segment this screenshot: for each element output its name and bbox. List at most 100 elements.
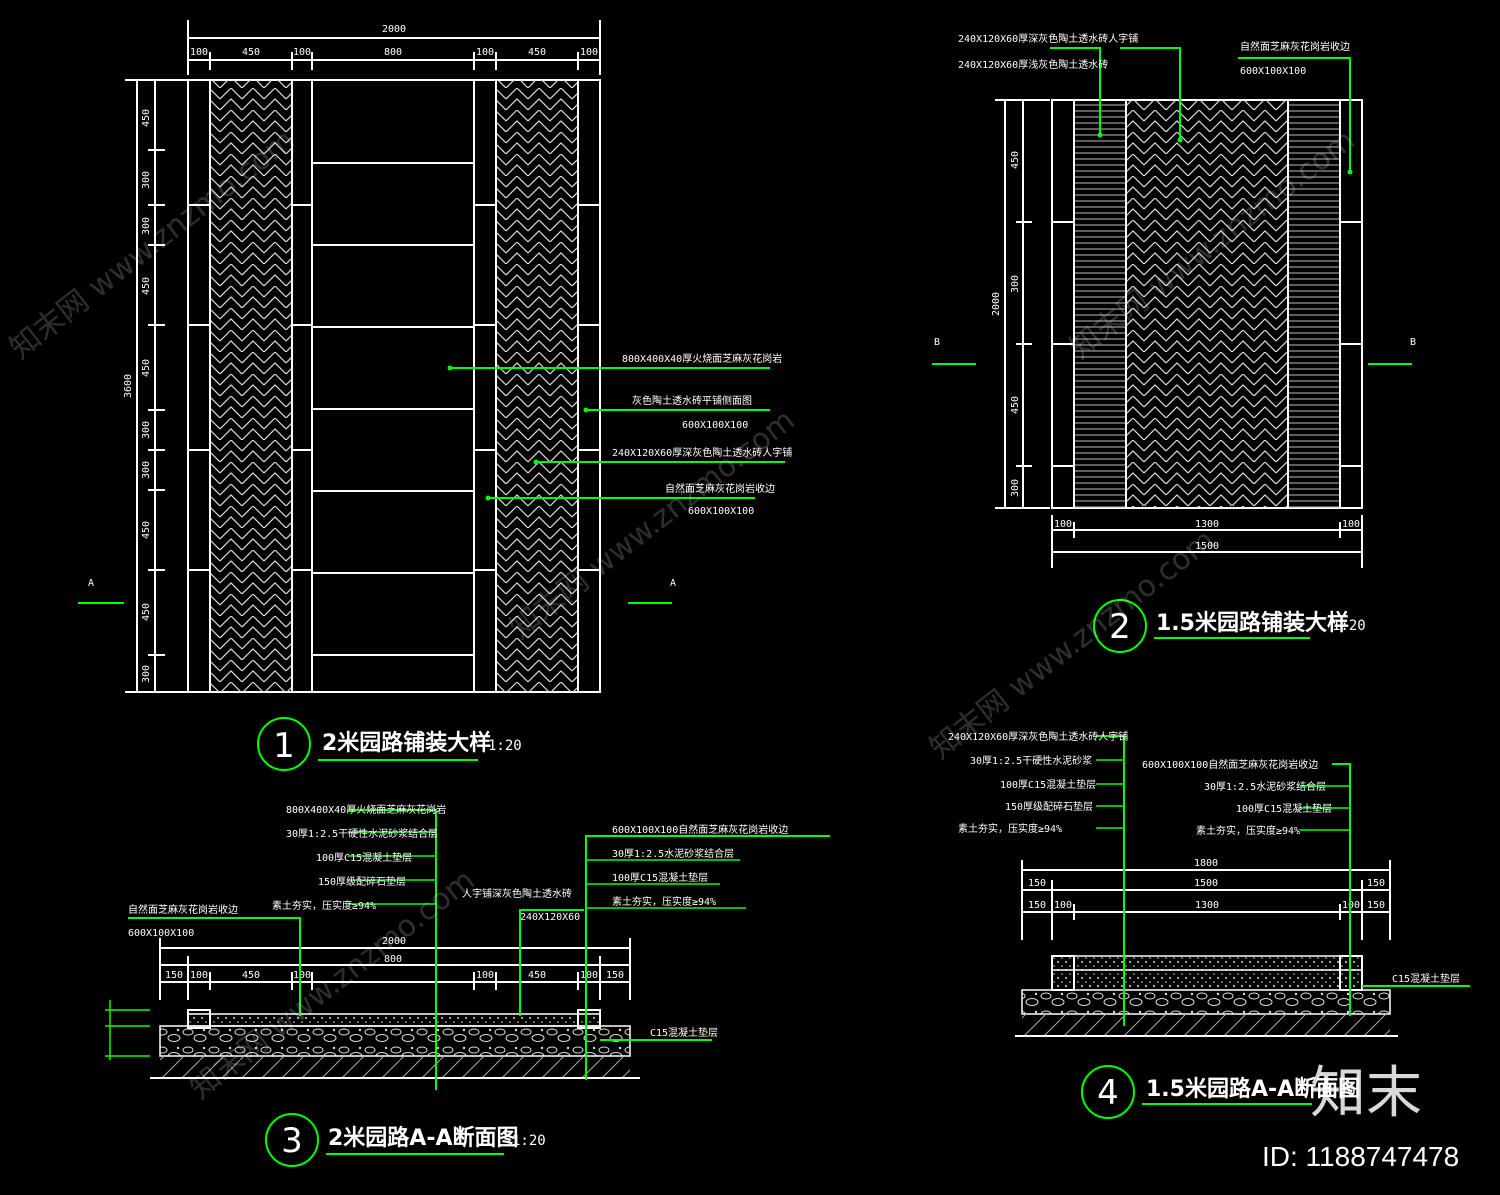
d1-top-part: 450 (528, 47, 546, 58)
d1-top-part: 450 (242, 47, 260, 58)
d4-title-bubble (1081, 1065, 1135, 1119)
d3-dim-part: 150 (165, 970, 183, 981)
d1-top-part: 100 (190, 47, 208, 58)
d3-right-note: 100厚C15混凝土垫层 (612, 871, 708, 884)
d3-center-note: 150厚级配碎石垫层 (318, 875, 406, 888)
d1-note: 600X100X100 (682, 420, 748, 431)
drawing-1-plan: 2000 100 450 100 800 100 450 100 3600 45 (78, 20, 792, 771)
d3-base-note: C15混凝土垫层 (650, 1026, 718, 1039)
d2-section-mark-left: B (934, 337, 940, 348)
d4-scale: 1:20 (1322, 1084, 1356, 1100)
d1-section-mark-left: A (88, 578, 94, 589)
d2-left-part: 300 (1010, 275, 1021, 293)
d1-scale: 1:20 (488, 738, 522, 754)
image-id-label: ID: 1188747478 (1262, 1141, 1459, 1172)
d4-dim-row3: 150 (1028, 900, 1046, 911)
d3-center-note: 素土夯实，压实度≥94% (272, 899, 376, 912)
d2-title: 1.5米园路铺装大样 (1156, 610, 1349, 636)
d3-center-note: 100厚C15混凝土垫层 (316, 851, 412, 864)
d4-dim-row3: 100 (1054, 900, 1072, 911)
d4-dim-row2: 150 (1028, 878, 1046, 889)
d1-top-part: 100 (476, 47, 494, 58)
d3-title: 2米园路A-A断面图 (328, 1125, 519, 1151)
d4-dim-row3: 150 (1367, 900, 1385, 911)
d1-leaders: 800X400X40厚火烧面芝麻灰花岗岩 灰色陶土透水砖平铺侧面图 600X10… (447, 352, 792, 517)
d1-left-part: 300 (141, 217, 152, 235)
d3-dim-part: 100 (580, 970, 598, 981)
d3-right-note: 30厚1:2.5水泥砂浆结合层 (612, 847, 734, 860)
d1-top-dimension: 2000 100 450 100 800 100 450 100 (187, 20, 601, 75)
d2-left-part: 450 (1010, 396, 1021, 414)
d1-top-part: 100 (580, 47, 598, 58)
d2-title-bubble (1093, 599, 1147, 653)
d3-title-bubble (265, 1113, 319, 1167)
d3-mid-note: 人字铺深灰色陶土透水砖 (462, 887, 572, 900)
d1-note: 800X400X40厚火烧面芝麻灰花岗岩 (622, 352, 782, 365)
d4-left-note: 30厚1:2.5干硬性水泥砂浆 (970, 754, 1092, 767)
d3-dim-part: 150 (606, 970, 624, 981)
d3-dim-part: 800 (384, 954, 402, 965)
d3-dim-part: 100 (190, 970, 208, 981)
d2-bottom-total: 1500 (1195, 541, 1219, 552)
brand-logo: 知末 (1310, 1061, 1422, 1126)
d3-center-note: 30厚1:2.5干硬性水泥砂浆结合层 (286, 827, 438, 840)
d1-note: 240X120X60厚深灰色陶土透水砖人字铺 (612, 446, 792, 459)
d4-left-note: 240X120X60厚深灰色陶土透水砖人字铺 (948, 730, 1128, 743)
d1-left-part: 450 (141, 603, 152, 621)
d4-dim-total: 1800 (1194, 858, 1218, 869)
d3-left-note: 600X100X100 (128, 928, 194, 939)
d1-left-part: 450 (141, 521, 152, 539)
d4-right-note: 素土夯实，压实度≥94% (1196, 824, 1300, 837)
d4-right-note: 30厚1:2.5水泥砂浆结合层 (1204, 780, 1326, 793)
d3-dim-part: 450 (242, 970, 260, 981)
d1-left-part: 450 (141, 359, 152, 377)
d3-left-note: 自然面芝麻灰花岗岩收边 (128, 903, 238, 916)
d1-section-mark-right: A (670, 578, 676, 589)
d3-right-note: 素土夯实，压实度≥94% (612, 895, 716, 908)
d4-right-note: 100厚C15混凝土垫层 (1236, 802, 1332, 815)
d4-number: 4 (1097, 1073, 1119, 1113)
d2-left-total: 2000 (991, 292, 1002, 316)
d1-left-part: 300 (141, 461, 152, 479)
d3-dim-total: 2000 (382, 936, 406, 947)
d3-center-note: 800X400X40厚火烧面芝麻灰花岗岩 (286, 803, 446, 816)
d1-top-total: 2000 (382, 24, 406, 35)
d2-note: 600X100X100 (1240, 66, 1306, 77)
d1-left-dimension: 3600 450 300 300 450 450 300 300 450 450… (123, 79, 190, 693)
drawing-2-plan: 2000 450 300 450 300 100 1300 100 1500 2… (932, 32, 1416, 653)
d3-dim-part: 100 (476, 970, 494, 981)
d1-left-part: 300 (141, 171, 152, 189)
d4-left-note: 150厚级配碎石垫层 (1005, 800, 1093, 813)
d1-note: 600X100X100 (688, 506, 754, 517)
d3-mid-note: 240X120X60 (520, 912, 580, 923)
d4-right-note: 600X100X100自然面芝麻灰花岗岩收边 (1142, 758, 1318, 771)
d4-dim-row2: 1500 (1194, 878, 1218, 889)
d4-left-note: 素土夯实，压实度≥94% (958, 822, 1062, 835)
d2-note: 自然面芝麻灰花岗岩收边 (1240, 40, 1350, 53)
d2-bottom-part: 1300 (1195, 519, 1219, 530)
d4-dim-row3: 1300 (1195, 900, 1219, 911)
d1-left-part: 300 (141, 421, 152, 439)
d1-title: 2米园路铺装大样 (322, 730, 491, 756)
d2-section-mark-right: B (1410, 337, 1416, 348)
d1-left-part: 450 (141, 277, 152, 295)
d1-herringbone-left (210, 80, 292, 692)
d1-number: 1 (273, 726, 295, 766)
d3-dim-part: 100 (293, 970, 311, 981)
drawing-3-section: 2000 150 100 450 100 800 100 450 100 150 (105, 803, 830, 1167)
d1-left-part: 450 (141, 109, 152, 127)
d3-right-note: 600X100X100自然面芝麻灰花岗岩收边 (612, 823, 788, 836)
d4-title: 1.5米园路A-A断面图 (1146, 1076, 1360, 1102)
d2-note: 240X120X60厚浅灰色陶土透水砖 (958, 58, 1108, 71)
d1-herringbone-right (496, 80, 578, 692)
d1-note: 灰色陶土透水砖平铺侧面图 (632, 394, 752, 407)
d1-title-bubble (257, 717, 311, 771)
d3-dim-part: 450 (528, 970, 546, 981)
d2-left-part: 450 (1010, 151, 1021, 169)
d4-base-note: C15混凝土垫层 (1392, 972, 1460, 985)
d1-left-total: 3600 (123, 374, 134, 398)
watermark-text: 知末网 www.znzmo.com (923, 523, 1221, 767)
d3-number: 3 (281, 1121, 303, 1161)
d1-note: 自然面芝麻灰花岗岩收边 (665, 482, 775, 495)
